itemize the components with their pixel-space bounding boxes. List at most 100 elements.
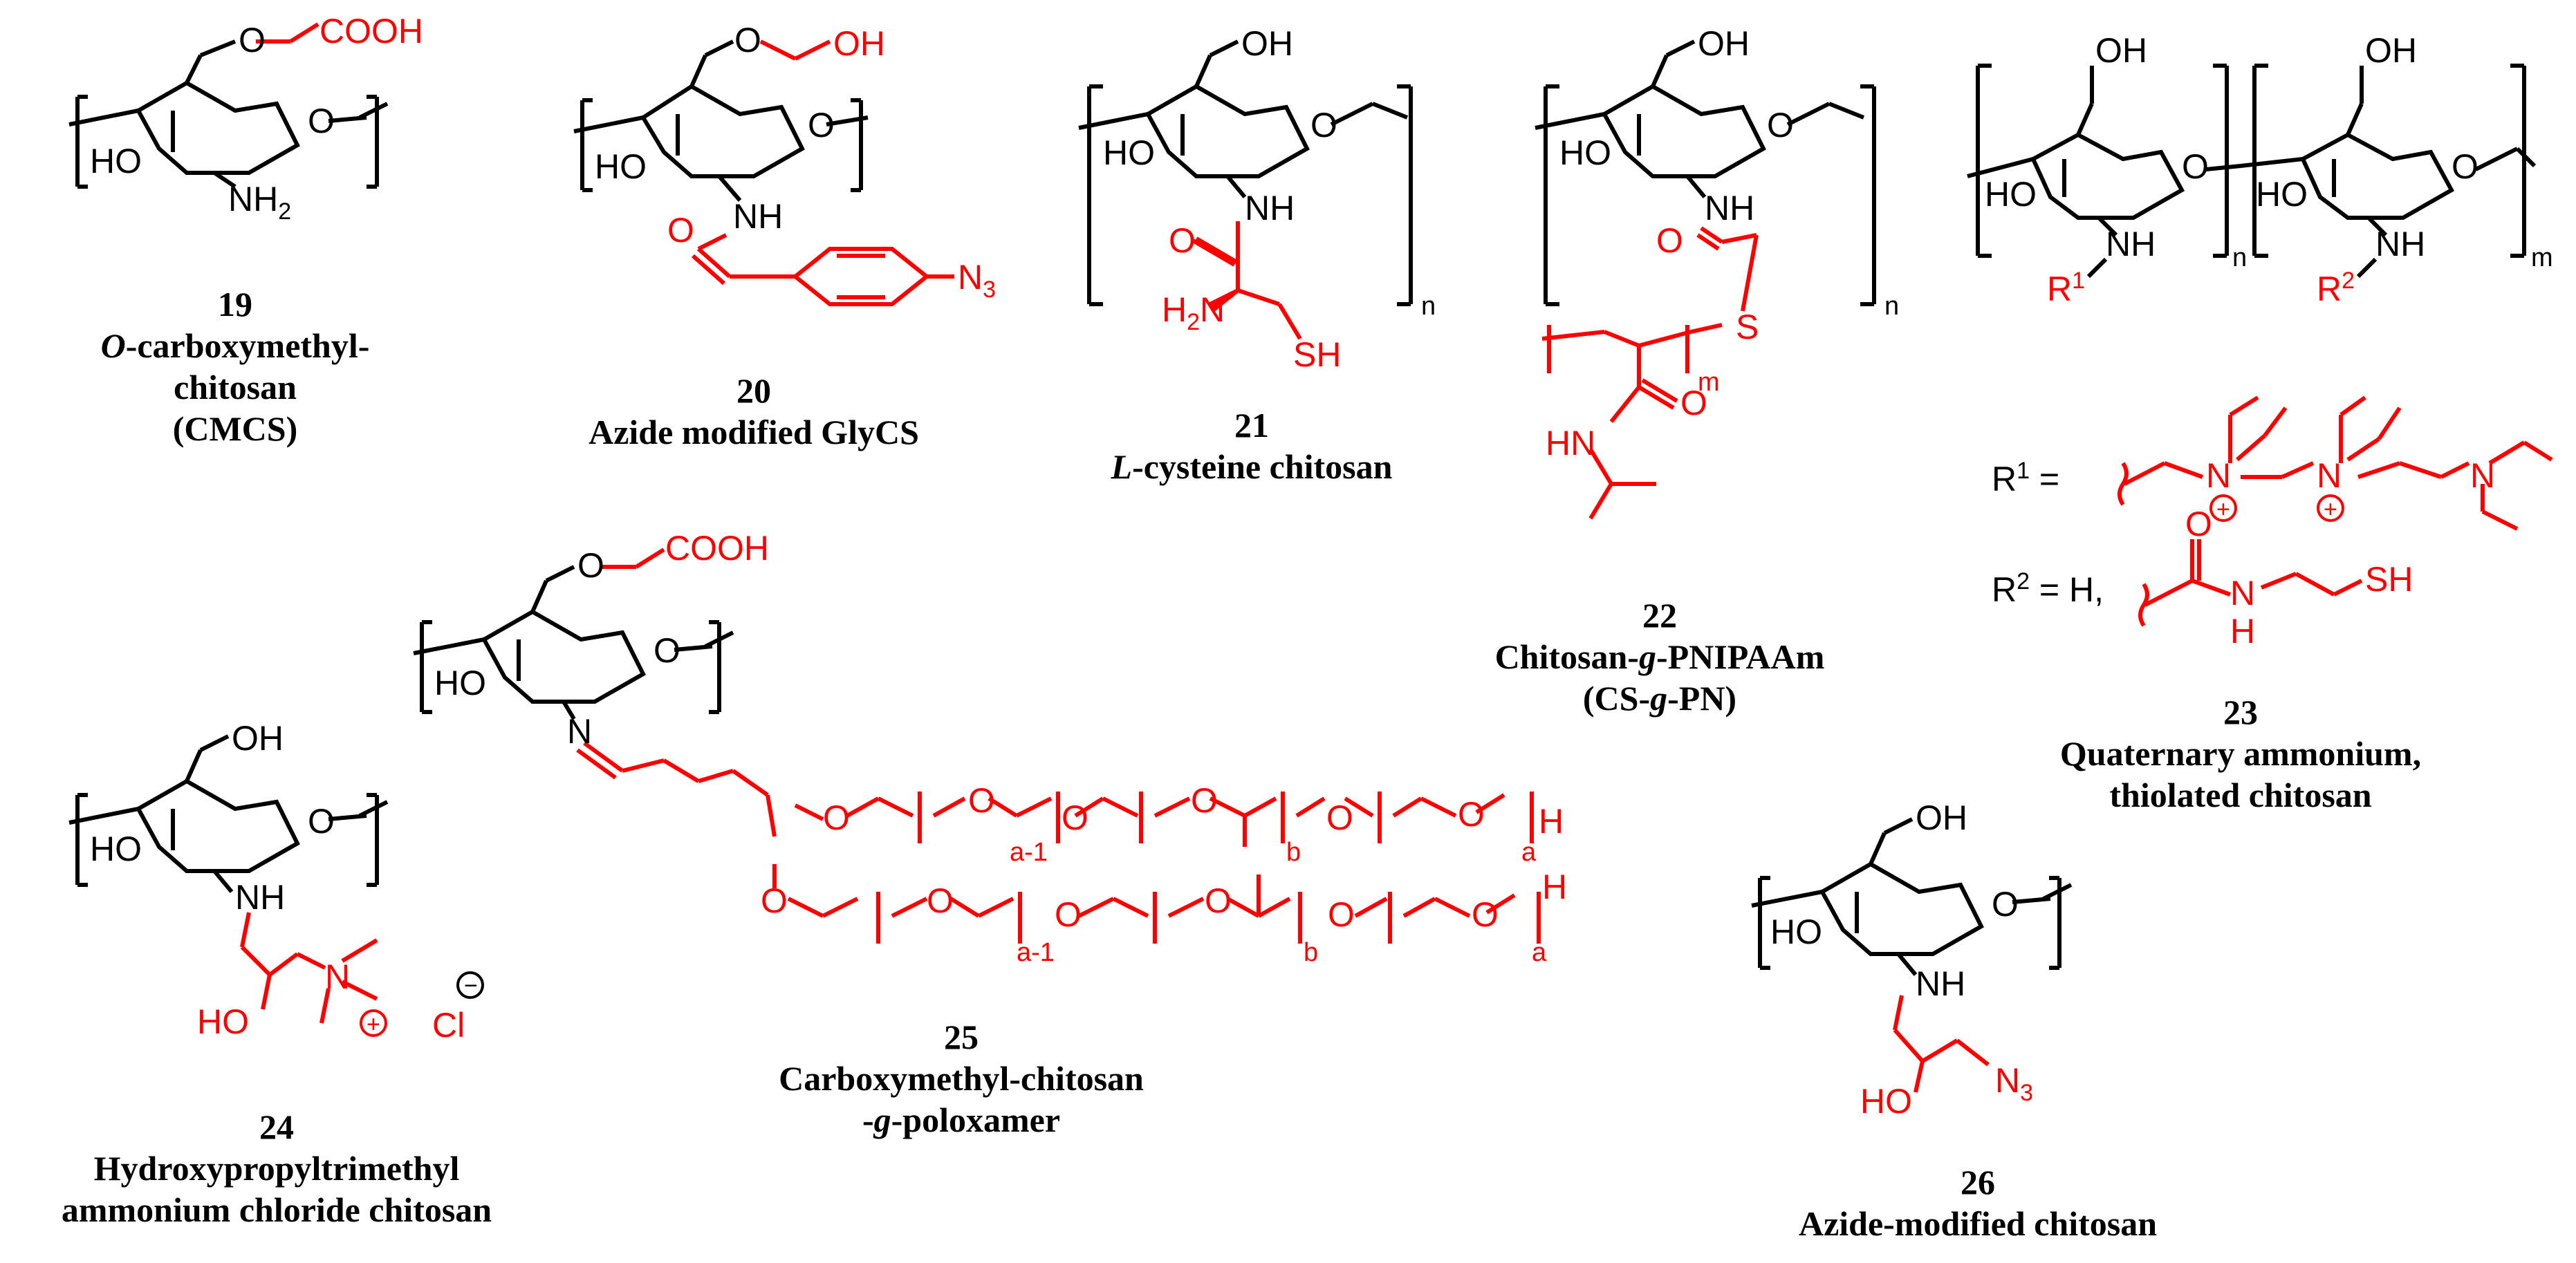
o-atom-label: O [308,102,335,140]
compound-abbreviation: (CS-g-PN) [1582,679,1737,718]
h2n-label: H2N [1162,290,1225,335]
plus-charge: + [367,1011,380,1038]
compound-number: 19 [218,285,252,324]
caption-20: 20 Azide modified GlyCS [539,370,968,453]
r1-definition-label: R1 = [1992,458,2059,498]
repeat-index-n: n [2232,243,2247,272]
repeat-index-n: n [1884,292,1899,321]
compound-name-line1: Carboxymethyl-chitosan [779,1059,1144,1098]
compound-number: 26 [1961,1163,1995,1201]
repeat-index-m: m [2531,243,2553,272]
structure-19-modification [256,22,319,44]
structure-21 [1078,39,1413,306]
oh-label: OH [1241,24,1293,63]
compound-name: Azide modified GlyCS [589,413,919,451]
cooh-label: COOH [665,529,769,568]
compound-number: 22 [1642,596,1677,635]
structure-25 [413,565,734,720]
oh-label: OH [833,24,885,63]
structure-19 [68,39,389,189]
repeat-index-m: m [1698,368,1720,397]
o-atom-label: O [667,211,694,250]
cooh-label: COOH [319,12,423,50]
h-label: H [2230,612,2255,651]
o-atom-label: O [1055,895,1082,934]
o-atom-label: O [308,802,335,841]
compound-name: O-carboxymethyl-chitosan [100,326,370,406]
o-atom-label: O [1328,895,1355,934]
compound-number: 24 [259,1107,294,1146]
o-atom-label: O [2452,147,2478,186]
hn-label: HN [1546,424,1595,462]
sh-label: SH [2365,560,2413,599]
compound-name-line2: thiolated chitosan [2109,776,2372,814]
compound-number: 21 [1234,406,1269,445]
compound-number: 20 [736,371,771,410]
oh-label: OH [1916,798,1967,837]
compound-name: L-cysteine chitosan [1111,447,1393,486]
r2-substituent [2138,539,2363,627]
caption-24: 24 Hydroxypropyltrimethyl ammonium chlor… [0,1106,553,1231]
oh-label: OH [1698,24,1750,63]
plus-charge: + [2324,496,2337,523]
n3-label: N3 [958,258,996,303]
ho-label: HO [1860,1082,1912,1121]
o-atom-label: O [654,631,680,670]
ho-label: HO [1770,913,1822,951]
o-atom-label: O [2185,505,2212,543]
r1-substituent [2118,395,2553,531]
o-atom-label: O [808,106,835,144]
structure-21-modification [1192,221,1302,340]
repeat-index-b: b [1286,838,1301,867]
structure-24-modification [240,912,378,1024]
structure-26 [1751,817,2073,976]
nh-label: NH [1705,189,1754,227]
o-atom-label: O [927,881,954,920]
r2-label: R2 [2317,268,2355,308]
compound-name: Azide-modified chitosan [1798,1204,2158,1243]
nh-label: NH [1245,189,1295,227]
o-atom-label: O [1992,885,2019,924]
oh-label: OH [2365,31,2417,70]
structure-20 [573,39,869,202]
o-atom-label: O [1767,106,1794,144]
o-atom-label: O [1326,798,1353,837]
ho-label: HO [2256,175,2308,214]
o-atom-label: O [1062,798,1088,837]
caption-19: 19 O-carboxymethyl-chitosan (CMCS) [41,283,429,449]
n-plus-label: N [2317,456,2342,495]
ho-label: HO [197,1002,249,1041]
structure-23 [1967,64,2537,279]
nh-label: NH [235,878,285,917]
structure-22 [1535,39,1876,306]
compound-number: 25 [944,1018,979,1056]
n-plus-label: N [325,957,350,996]
n-label: N [2230,574,2255,612]
sh-label: SH [1293,335,1341,374]
o-atom-label: O [1472,895,1499,934]
o-atom-label: O [1191,781,1218,820]
oh-label: OH [232,719,284,758]
caption-25: 25 Carboxymethyl-chitosan -g-poloxamer [733,1016,1189,1141]
caption-26: 26 Azide-modified chitosan [1757,1161,2199,1244]
compound-name-line2: ammonium chloride chitosan [61,1190,492,1229]
structure-26-modification [1893,995,1990,1093]
o-atom-label: O [2182,147,2209,186]
compound-name-line2: -g-poloxamer [862,1101,1061,1139]
nh-label: NH [2106,225,2156,263]
repeat-index-a-1: a-1 [1017,938,1055,967]
o-atom-label: O [1656,221,1683,260]
repeat-index-a: a [1521,838,1537,867]
s-label: S [1736,308,1759,346]
nh2-label: NH2 [228,180,291,225]
caption-23: 23 Quaternary ammonium, thiolated chitos… [2005,691,2476,816]
n-label: N [2470,456,2495,495]
structure-24 [68,734,389,893]
o-atom-label: O [1310,106,1337,144]
ho-label: HO [1103,133,1155,172]
n-label: N [567,712,592,751]
nh-label: NH [733,197,783,236]
chloride-label: Cl [432,1006,465,1045]
o-atom-label: O [239,21,266,59]
structure-20-modification [692,39,954,306]
